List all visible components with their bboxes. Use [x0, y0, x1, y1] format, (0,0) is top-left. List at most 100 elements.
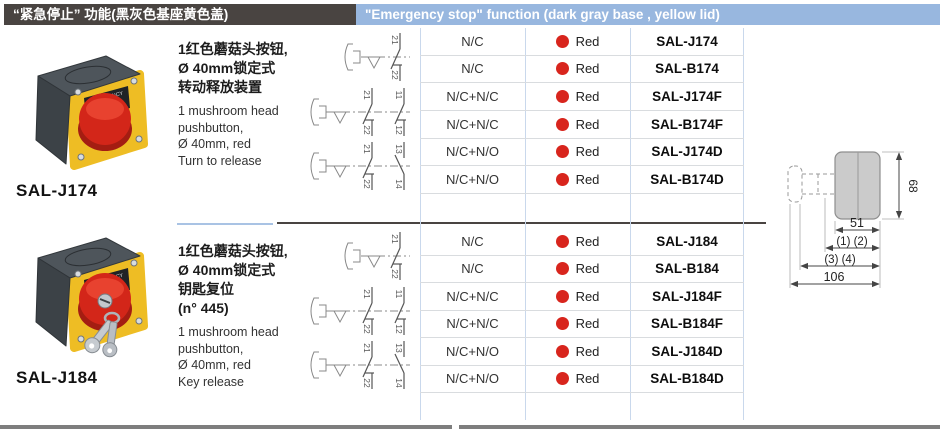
separator-blue	[177, 223, 273, 225]
svg-text:22: 22	[390, 269, 400, 279]
color-label: Red	[575, 172, 600, 188]
svg-text:21: 21	[390, 234, 400, 244]
red-dot-icon	[555, 173, 569, 187]
svg-text:22: 22	[362, 125, 372, 135]
contacts-cell: N/C+N/O	[445, 144, 500, 160]
svg-text:11: 11	[394, 290, 404, 299]
svg-text:13: 13	[394, 343, 404, 353]
dim-12-label: (1) (2)	[836, 236, 867, 248]
footer-rule-left	[0, 425, 452, 429]
contacts-cell: N/C	[461, 61, 484, 77]
contact-diagram-nc-nc-icon: 21 22 11 12	[310, 88, 410, 136]
svg-text:21: 21	[362, 90, 372, 100]
dim-overall-label: 106	[824, 270, 845, 284]
contact-diagram-nc-icon: 21 22	[344, 232, 410, 280]
table-divider	[743, 28, 744, 420]
table-row: N/C Red SAL-J184	[420, 228, 744, 256]
contacts-cell: N/C	[461, 33, 484, 49]
contacts-cell: N/C+N/O	[445, 371, 500, 387]
color-cell: Red	[525, 283, 630, 310]
product-photo-sal-j174: EMERGENCY STOP	[35, 55, 148, 170]
model-cell: SAL-B184	[655, 261, 719, 277]
contacts-cell: N/C+N/C	[446, 316, 499, 332]
color-label: Red	[575, 343, 600, 359]
dimension-drawing: 68 51 (1) (2) (3) (4) 106	[787, 151, 920, 288]
red-dot-icon	[555, 344, 569, 358]
header-title-zh-text: “紧急停止” 功能(黑灰色基座黄色盖)	[13, 7, 229, 22]
color-cell: Red	[525, 366, 630, 393]
product-photo-sal-j184: EMERGENCY STOP	[35, 237, 148, 358]
model-cell: SAL-J184	[656, 233, 718, 249]
color-label: Red	[575, 261, 600, 277]
screws	[74, 77, 143, 161]
svg-text:14: 14	[394, 179, 404, 189]
color-label: Red	[575, 61, 600, 77]
dim-width-label: 51	[850, 216, 864, 230]
mushroom-highlight	[86, 278, 124, 300]
product-label-sal-j174: SAL-J174	[16, 181, 98, 200]
color-cell: Red	[525, 83, 630, 110]
model-cell: SAL-J184F	[652, 288, 722, 304]
red-dot-icon	[555, 90, 569, 104]
color-label: Red	[575, 33, 600, 49]
description-sal-174: 1红色蘑菇头按钮, Ø 40mm锁定式 转动释放装置 1 mushroom he…	[178, 40, 300, 169]
key-icon	[84, 311, 121, 358]
svg-text:14: 14	[394, 378, 404, 388]
color-label: Red	[575, 371, 600, 387]
header-title-en: "Emergency stop" function (dark gray bas…	[356, 4, 940, 25]
color-cell: Red	[525, 166, 630, 193]
table-row: N/C Red SAL-B174	[420, 56, 744, 84]
contacts-cell: N/C+N/C	[446, 116, 499, 132]
table-divider	[420, 28, 421, 420]
svg-text:11: 11	[394, 91, 404, 100]
screws	[74, 259, 143, 343]
table-row: N/C+N/C Red SAL-B184F	[420, 311, 744, 338]
color-label: Red	[575, 89, 600, 105]
model-cell: SAL-J184D	[651, 343, 723, 359]
separator-dark	[277, 222, 766, 224]
header-title-zh: “紧急停止” 功能(黑灰色基座黄色盖)	[4, 4, 361, 25]
color-label: Red	[575, 116, 600, 132]
dashed-button-profile	[787, 165, 835, 203]
svg-text:21: 21	[362, 343, 372, 353]
color-cell: Red	[525, 28, 630, 55]
table-row: N/C+N/O Red SAL-J174D	[420, 139, 744, 167]
table-row: N/C+N/C Red SAL-J174F	[420, 83, 744, 111]
color-cell: Red	[525, 228, 630, 255]
contact-diagram-nc-no-icon: 21 22 13 14	[310, 341, 410, 389]
svg-text:13: 13	[394, 144, 404, 154]
extension-lines	[789, 151, 904, 288]
model-cell: SAL-B174	[655, 61, 719, 77]
color-cell: Red	[525, 256, 630, 283]
model-cell: SAL-B184D	[650, 371, 724, 387]
table-row: N/C+N/O Red SAL-B174D	[420, 166, 744, 194]
contacts-cell: N/C+N/O	[445, 172, 500, 188]
red-dot-icon	[555, 234, 569, 248]
color-cell: Red	[525, 111, 630, 138]
svg-text:21: 21	[362, 144, 372, 154]
svg-text:22: 22	[362, 324, 372, 334]
contact-diagram-nc-nc-icon: 21 22 11 12	[310, 287, 410, 335]
description-en: 1 mushroom head pushbutton, Ø 40mm, red …	[178, 325, 279, 389]
table-row: N/C Red SAL-J174	[420, 28, 744, 56]
red-dot-icon	[555, 62, 569, 76]
svg-text:22: 22	[362, 378, 372, 388]
model-cell: SAL-J174F	[652, 89, 722, 105]
footer-rule-right	[459, 425, 940, 429]
svg-text:12: 12	[394, 125, 404, 135]
model-cell: SAL-J174	[656, 33, 718, 49]
selection-table: N/C Red SAL-J174 N/C Red SAL-B174 N/C+N/…	[420, 28, 744, 420]
box-side-face	[35, 257, 71, 347]
contacts-cell: N/C	[461, 233, 484, 249]
red-dot-icon	[555, 317, 569, 331]
svg-text:22: 22	[362, 179, 372, 189]
dim-34-label: (3) (4)	[824, 254, 855, 266]
red-dot-icon	[555, 145, 569, 159]
color-cell: Red	[525, 338, 630, 365]
contacts-cell: N/C+N/C	[446, 89, 499, 105]
dim-height-label: 68	[906, 179, 920, 193]
model-cell: SAL-J174D	[651, 144, 723, 160]
table-divider	[525, 28, 526, 420]
contacts-cell: N/C+N/O	[445, 343, 500, 359]
product-label-sal-j184: SAL-J184	[16, 368, 98, 387]
